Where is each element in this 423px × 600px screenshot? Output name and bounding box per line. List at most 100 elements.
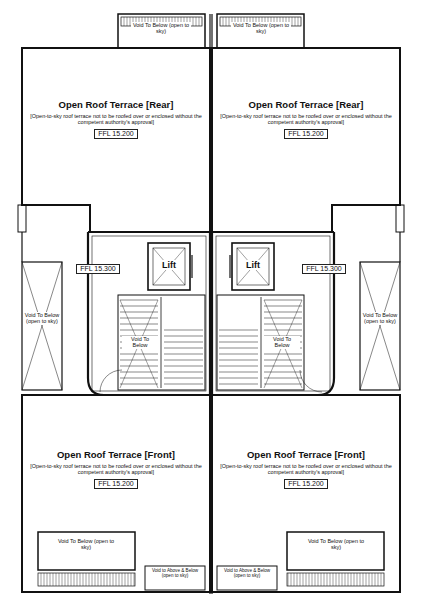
roof-terrace: Open Roof Terrace [Front][Open-to-sky ro… <box>218 450 394 489</box>
railing-bar <box>226 17 227 26</box>
railing-bar <box>339 573 340 586</box>
void-cross <box>360 262 400 390</box>
stair-tread <box>219 354 258 355</box>
railing-bar <box>321 573 322 586</box>
railing-bar <box>125 573 126 586</box>
railing <box>396 205 404 232</box>
void-cross <box>22 262 62 390</box>
railing-bar <box>366 573 367 586</box>
roof-terrace: Open Roof Terrace [Rear] [Open-to-sky roo… <box>218 100 394 139</box>
stair-tread <box>264 372 302 373</box>
railing-bar <box>116 573 117 586</box>
stair-tread <box>164 372 203 373</box>
railing-bar <box>71 573 72 586</box>
terrace-wall <box>212 395 400 592</box>
core-inner-wall <box>92 236 206 391</box>
stair-tread <box>219 330 258 331</box>
room-name: Open Roof Terrace [Rear] <box>58 100 175 111</box>
room-name: Void To Below (open to sky) <box>23 312 61 325</box>
railing-bar <box>229 17 230 26</box>
stair-tread <box>164 336 203 337</box>
railing-bar <box>74 573 75 586</box>
stair-tread <box>164 348 203 349</box>
railing-bar <box>363 573 364 586</box>
railing-bar <box>345 573 346 586</box>
stair-tread <box>164 330 203 331</box>
railing-bar <box>294 573 295 586</box>
stair-tread <box>219 378 258 379</box>
floor-level: FFL 15.200 <box>284 129 328 139</box>
room-name: Void to Above & Below (open to sky) <box>146 568 204 579</box>
void-area: Void to Above & Below (open to sky) <box>146 568 204 579</box>
room-name: Void To Below (open to sky) <box>361 312 399 325</box>
railing-bar <box>196 17 197 26</box>
lift-cross <box>153 248 185 285</box>
void-cross <box>360 262 400 390</box>
railing-bar <box>98 573 99 586</box>
railing-bar <box>59 573 60 586</box>
room-name: Void To Below (open to sky) <box>231 22 291 35</box>
lift-car <box>237 248 269 285</box>
railing-bar <box>291 573 292 586</box>
void-outline <box>38 532 135 570</box>
room-name: Void To Below (open to sky) <box>131 22 191 35</box>
railing-bar <box>119 573 120 586</box>
railing-bar <box>131 573 132 586</box>
lift-shaft: Lift <box>236 260 270 270</box>
stair-tread <box>164 360 203 361</box>
railing-bar <box>104 573 105 586</box>
stair-void: Void To Below <box>264 336 300 349</box>
stair-tread <box>164 378 203 379</box>
terrace-wall <box>212 48 400 232</box>
stair-tread <box>264 318 302 319</box>
void-area: Void To Below (open to sky) <box>23 312 61 325</box>
room-name: Void To Below (open to sky) <box>55 538 117 551</box>
void-area: Void To Below (open to sky) <box>361 312 399 325</box>
stair-tread <box>264 366 302 367</box>
railing-bar <box>348 573 349 586</box>
roof-terrace: Open Roof Terrace [Front][Open-to-sky ro… <box>28 450 204 489</box>
stair-handrail <box>161 297 162 388</box>
void-cross <box>22 262 62 390</box>
lift-cross <box>237 248 269 285</box>
railing-bar <box>333 573 334 586</box>
railing-bar <box>92 573 93 586</box>
railing-bar <box>193 17 194 26</box>
void-outline <box>360 262 400 390</box>
railing-bar <box>315 573 316 586</box>
stair-tread <box>219 372 258 373</box>
railing-bar <box>89 573 90 586</box>
railing-bar <box>288 573 289 586</box>
railing-bar <box>378 573 379 586</box>
stair-tread <box>120 306 158 307</box>
room-name: Void To Below (open to sky) <box>305 538 367 551</box>
stair-tread <box>120 330 158 331</box>
core-inner-wall <box>216 236 330 391</box>
railing-bar <box>297 573 298 586</box>
railing-bar <box>127 17 128 26</box>
railing-bar <box>113 573 114 586</box>
void-outline <box>145 566 205 590</box>
lift-shaft <box>232 243 274 290</box>
railing-bar <box>62 573 63 586</box>
stair-tread <box>120 318 158 319</box>
stair-outline <box>118 295 205 390</box>
railing-bar <box>83 573 84 586</box>
wall <box>399 232 400 262</box>
railing-bar <box>223 17 224 26</box>
railing <box>287 573 384 586</box>
room-name: Open Roof Terrace [Front] <box>246 450 366 461</box>
note-text: [Open-to-sky roof terrace not to be roof… <box>28 113 204 126</box>
room-name: Open Roof Terrace [Rear] <box>248 100 365 111</box>
stair-outline <box>217 295 304 390</box>
railing-bar <box>292 17 293 26</box>
room-name: Void To Below <box>264 336 300 349</box>
railing-bar <box>303 573 304 586</box>
stair-tread <box>164 354 203 355</box>
railing-bar <box>44 573 45 586</box>
terrace-wall <box>22 395 210 592</box>
note-text: [Open-to-sky roof terrace not to be roof… <box>218 113 394 126</box>
stair-tread <box>120 354 158 355</box>
stair-tread <box>264 312 302 313</box>
stair-tread <box>164 384 203 385</box>
